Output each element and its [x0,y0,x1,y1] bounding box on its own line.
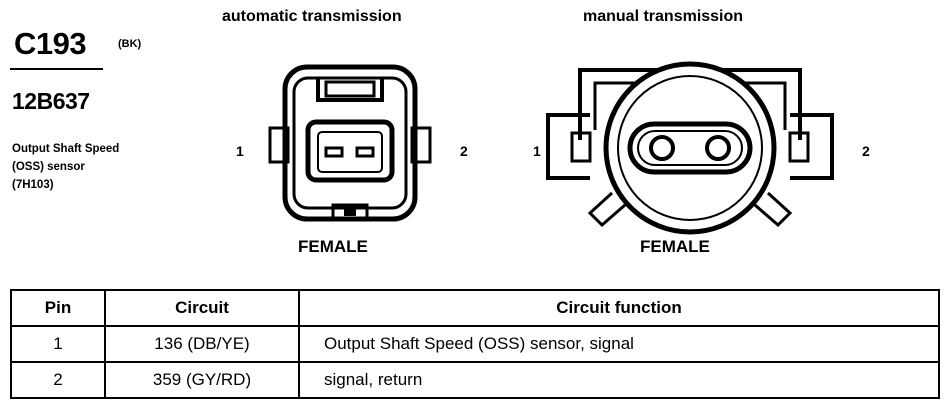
pinout-table: Pin Circuit Circuit function 1 136 (DB/Y… [10,289,940,399]
manual-view-title: manual transmission [583,8,744,25]
auto-gender-label: FEMALE [298,237,368,256]
cell-circuit: 136 (DB/YE) [104,325,300,363]
auto-pin-1-label: 1 [236,143,244,159]
component-description: Output Shaft Speed (OSS) sensor (7H103) [12,140,192,194]
table-row: 2 359 (GY/RD) signal, return [10,361,940,399]
header-pin: Pin [10,289,106,327]
header-circuit-function: Circuit function [298,289,940,327]
manual-connector-face [546,61,834,235]
description-line: (OSS) sensor [12,161,85,173]
connector-id: C193 [14,26,87,61]
manual-pin-2-label: 2 [862,143,870,159]
cell-pin: 2 [10,361,106,399]
automatic-view-title: automatic transmission [222,8,402,25]
cell-circuit-function: signal, return [298,361,940,399]
cell-circuit-function: Output Shaft Speed (OSS) sensor, signal [298,325,940,363]
table-row: 1 136 (DB/YE) Output Shaft Speed (OSS) s… [10,325,940,363]
connector-id-underline [10,68,103,70]
cell-circuit: 359 (GY/RD) [104,361,300,399]
auto-pin-2-label: 2 [460,143,468,159]
connector-color-code: (BK) [118,38,142,50]
table-header-row: Pin Circuit Circuit function [10,289,940,327]
manual-pin-1-label: 1 [533,143,541,159]
part-number: 12B637 [12,88,90,114]
description-line: Output Shaft Speed [12,143,120,155]
header-circuit: Circuit [104,289,300,327]
automatic-connector-face [268,64,432,222]
manual-gender-label: FEMALE [640,237,710,256]
connector-drawings [268,61,834,235]
cell-pin: 1 [10,325,106,363]
description-line: (7H103) [12,179,54,191]
